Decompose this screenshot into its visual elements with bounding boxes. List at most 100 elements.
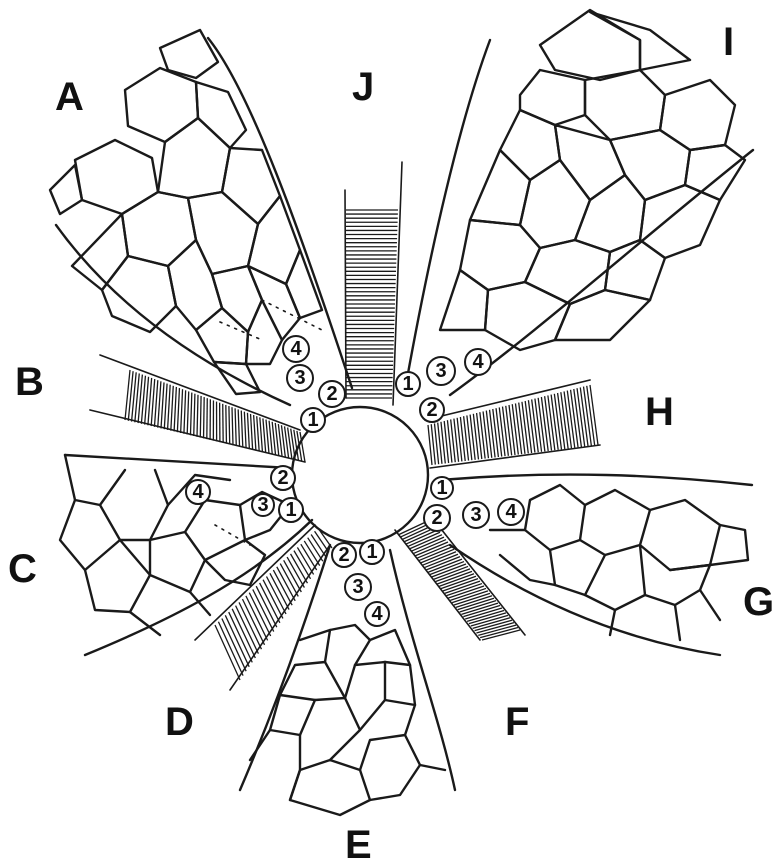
plate-I-1: 1 [402,373,413,395]
band-H-hatch-line [532,399,539,452]
band-F-hatch-line [458,598,494,609]
band-D-hatch-line [222,619,246,672]
band-B-hatch-line [168,385,171,430]
band-F-hatch-line [454,593,490,605]
band-J [345,162,402,405]
band-F-hatch-line [471,615,508,626]
arm-G [440,475,752,655]
band-H-hatch-line [558,393,565,449]
label-G: G [743,580,773,624]
band-H-hatch-line [538,398,545,452]
band-H-hatch-line [512,404,518,454]
band-D-hatch-line [277,567,295,601]
band-F-hatch-line [463,606,500,617]
plate-C-1: 1 [285,499,296,521]
label-D: D [165,700,194,744]
band-H-hatch-line [561,392,568,448]
band-B-hatch-line [238,409,239,446]
plate-G-3: 3 [470,504,481,526]
band-H-hatch-line [522,402,528,454]
plate-E-2: 2 [338,544,349,566]
band-H-hatch-line [567,391,574,448]
numbered-plates-A: 4 3 2 1 [283,336,345,432]
plate-C-2: 2 [277,467,288,489]
label-C: C [8,547,37,591]
band-B-hatch-line [174,387,176,432]
band-B-hatch-line [229,406,230,444]
band-H-hatch-line [551,395,558,450]
plate-C-4: 4 [192,481,204,503]
band-B-hatch-line [226,405,227,444]
band-F-hatch-line [461,603,498,614]
band-B-hatch-line [184,390,186,433]
band-H-hatch-line [564,391,571,448]
band-B-hatch-line [244,412,246,449]
band-H-hatch-line [574,389,582,447]
numbered-plates-G: 1 2 3 4 [424,477,524,531]
plate-E-4: 4 [371,603,383,625]
numbered-plates-E: 2 1 3 4 [332,540,389,626]
plate-C-3: 3 [257,494,268,516]
band-H-hatch-line [545,396,552,450]
band-D-hatch-line [263,580,283,619]
band-H-hatch-line [528,400,534,452]
band-H-hatch-line [577,388,585,446]
band-B-hatch-line [260,417,263,452]
label-E: E [345,823,372,865]
band-D-hatch-line [270,573,289,609]
band-H-hatch-line [535,399,542,452]
band-B-hatch-line [151,379,155,426]
label-A: A [55,75,84,119]
label-I: I [723,20,734,64]
band-B-hatch-line [177,388,179,432]
band-D-hatch-line [232,609,255,658]
band-B-hatch-line [164,384,167,430]
band-F [395,515,525,640]
band-D-hatch-line [218,622,243,676]
band-B-hatch-line [187,391,189,434]
plate-E-1: 1 [366,541,377,563]
band-B-hatch-line [257,416,259,451]
band-B-hatch-line [154,380,157,427]
numbered-plates-C: 2 3 1 4 [186,466,303,522]
band-H-hatch-line [571,390,579,448]
plate-G-2: 2 [431,507,442,529]
band-B-hatch-line [235,408,236,446]
band-F-hatch-line [452,591,488,603]
band-B-hatch-line [247,413,249,449]
band-B-hatch-line [190,393,191,436]
band-B-hatch-line [181,389,183,433]
band-D-hatch-line [256,586,277,627]
plate-G-1: 1 [436,477,447,499]
plate-I-2: 2 [426,399,437,421]
band-H-hatch-line [525,401,531,453]
band-D [195,525,332,690]
band-H-hatch-line [541,397,548,451]
label-H: H [645,390,674,434]
label-J: J [352,65,374,109]
band-B-hatch-line [197,395,198,437]
band-B-hatch-line [194,394,195,436]
label-F: F [505,700,529,744]
band-D-hatch-line [260,583,280,623]
band-B-hatch-line [263,418,266,452]
band-B-hatch-line [204,397,205,438]
band-B-hatch-line [232,407,233,445]
band-F-hatch-line [467,610,504,621]
band-D-hatch-line [280,564,298,597]
band-B-hatch-line [241,411,243,448]
band-F-hatch-line [475,620,512,630]
plate-G-4: 4 [505,501,517,523]
band-B-hatch-line [251,414,253,450]
band-F-hatch-line [469,613,506,624]
band-B-hatch-line [266,420,269,454]
arm-I [405,10,753,395]
band-D-hatch-line [215,625,240,680]
band-H-hatch-line [499,407,505,456]
band-H-hatch-line [554,394,561,450]
band-H-hatch-line [548,395,555,450]
band-B-hatch-line [171,386,173,431]
plate-A-1: 1 [307,409,318,431]
band-D-hatch-line [273,570,292,605]
